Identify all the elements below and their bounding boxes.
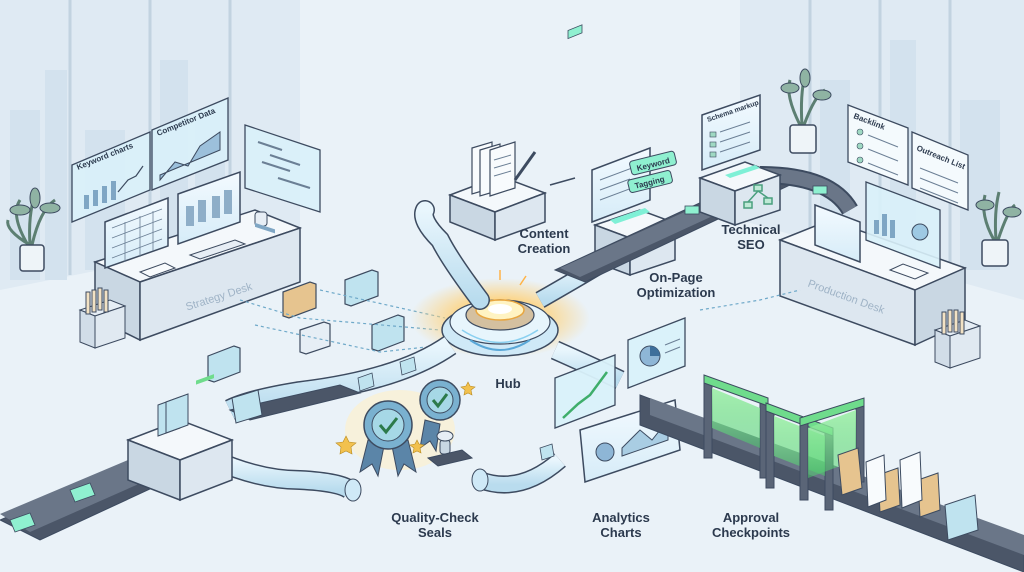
content-creation-line1: Content (519, 226, 569, 241)
on-page-line2: Optimization (636, 285, 716, 300)
floating-docs (357, 356, 555, 461)
plant-left (6, 187, 61, 272)
folder-icon (282, 281, 317, 319)
panel-analytics-bars (865, 181, 941, 269)
pipes (210, 200, 625, 502)
plant-right-top (780, 68, 832, 154)
technical-seo-line1: Technical (721, 222, 781, 237)
approval-line2: Checkpoints (711, 525, 790, 540)
strategy-desk: Strategy Desk (92, 170, 303, 342)
quality-check-seals (335, 379, 476, 478)
processing-machine (125, 374, 263, 502)
file-tray-left (78, 287, 127, 349)
analytics-charts-label: Analytics Charts (576, 510, 666, 540)
file-tray-right (933, 309, 982, 369)
technical-seo-line2: SEO (737, 237, 765, 252)
technical-seo-label: Technical SEO (716, 222, 786, 252)
tagging-tag: Tagging (627, 169, 673, 193)
content-creation-line2: Creation (517, 241, 571, 256)
analytics-line2: Charts (600, 525, 642, 540)
analytics-panels (554, 317, 686, 484)
quality-check-line2: Seals (418, 525, 452, 540)
quality-check-line1: Quality-Check (391, 510, 479, 525)
plant-right-bottom (975, 191, 1022, 267)
content-creation-station (447, 141, 576, 242)
checkpoint-gate (703, 374, 769, 479)
data-flow-lines (239, 289, 446, 353)
on-page-line1: On-Page (649, 270, 703, 285)
approval-line1: Approval (722, 510, 780, 525)
folder-icon (344, 269, 379, 307)
panel-backlink: Backlink (847, 104, 909, 186)
analytics-line1: Analytics (592, 510, 650, 525)
folder-icon (371, 314, 405, 352)
technical-seo-station: Schema markup (697, 93, 783, 227)
approval-checkpoints-label: Approval Checkpoints (696, 510, 806, 540)
hub-label: Hub (495, 376, 521, 391)
quality-check-seals-label: Quality-Check Seals (380, 510, 490, 540)
panel-gantt (244, 124, 321, 234)
content-creation-label: Content Creation (504, 226, 584, 256)
approval-conveyor (639, 374, 1024, 572)
on-page-optimization-label: On-Page Optimization (626, 270, 726, 300)
